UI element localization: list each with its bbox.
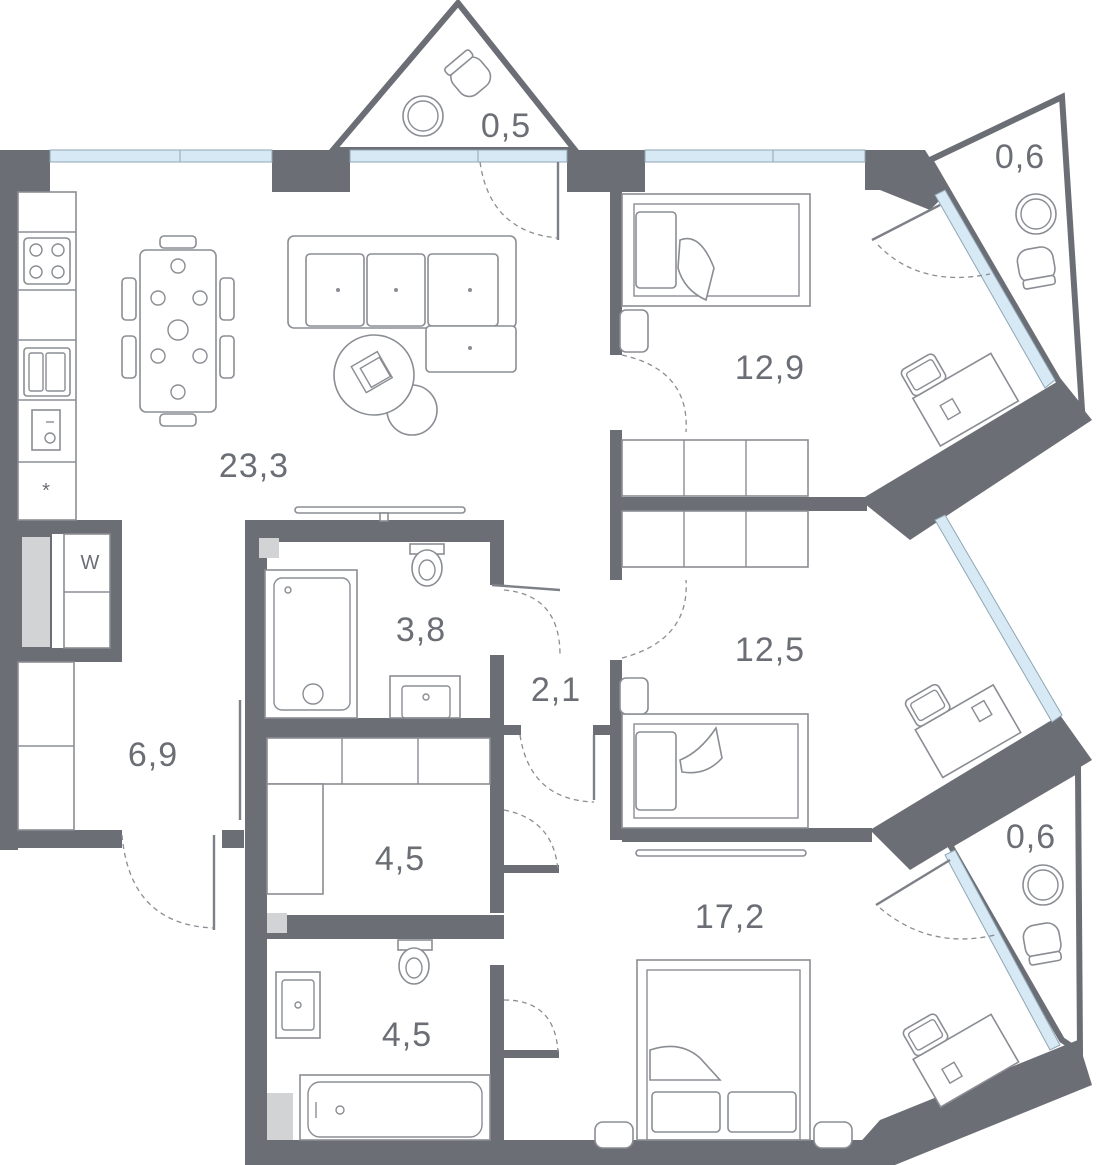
sink-1 xyxy=(389,675,461,719)
storage-shelves xyxy=(266,737,491,895)
area-balcony-top: 0,5 xyxy=(481,107,531,145)
bathtub-2 xyxy=(299,1074,491,1141)
toilet-1 xyxy=(409,543,445,587)
area-labels: 23,3 12,9 12,5 17,2 6,9 3,8 2,1 4,5 4,5 … xyxy=(128,107,1056,1054)
shafts xyxy=(22,537,293,1140)
area-bathroom-1: 3,8 xyxy=(396,611,446,649)
bed-1 xyxy=(619,193,811,353)
toilet-2 xyxy=(397,939,433,985)
area-bathroom-2: 4,5 xyxy=(382,1016,432,1054)
fridge-marker: * xyxy=(42,480,50,502)
area-hall: 6,9 xyxy=(128,736,178,774)
bathtub-1 xyxy=(264,569,358,719)
area-corridor: 2,1 xyxy=(531,671,581,709)
area-kitchen-living: 23,3 xyxy=(219,447,289,485)
tv-stand-2 xyxy=(635,849,807,857)
washer-marker: W xyxy=(81,552,100,574)
coffee-tables xyxy=(333,334,438,436)
sink-2 xyxy=(275,971,321,1039)
sofa xyxy=(287,235,517,373)
stove-icon xyxy=(23,237,71,285)
dining-table xyxy=(121,235,235,427)
balcony-top xyxy=(326,0,582,153)
area-bedroom-2: 12,5 xyxy=(735,631,805,669)
area-storage: 4,5 xyxy=(375,840,425,878)
bed-2 xyxy=(619,677,809,829)
doors xyxy=(121,161,996,1053)
tv-base xyxy=(379,512,389,522)
area-balcony-right-1: 0,6 xyxy=(995,138,1045,176)
area-bedroom-3: 17,2 xyxy=(695,898,765,936)
desk-3 xyxy=(902,1013,1020,1109)
bed-3 xyxy=(594,959,853,1149)
dishwasher-icon xyxy=(31,409,61,451)
desk-1 xyxy=(900,352,1020,448)
desk-2 xyxy=(904,683,1022,779)
windows-top xyxy=(49,149,866,163)
kitchen-sink-icon xyxy=(23,347,71,397)
balcony-right-1 xyxy=(925,92,1086,420)
tv-stand xyxy=(294,506,466,514)
balcony-right-2 xyxy=(945,764,1084,1058)
area-bedroom-1: 12,9 xyxy=(735,349,805,387)
windows-right xyxy=(934,189,1063,1051)
washer-closet xyxy=(63,533,111,649)
wardrobes xyxy=(621,439,809,568)
area-balcony-right-2: 0,6 xyxy=(1006,818,1056,856)
hall-wardrobe xyxy=(17,661,75,831)
outer-walls xyxy=(0,150,1092,1165)
